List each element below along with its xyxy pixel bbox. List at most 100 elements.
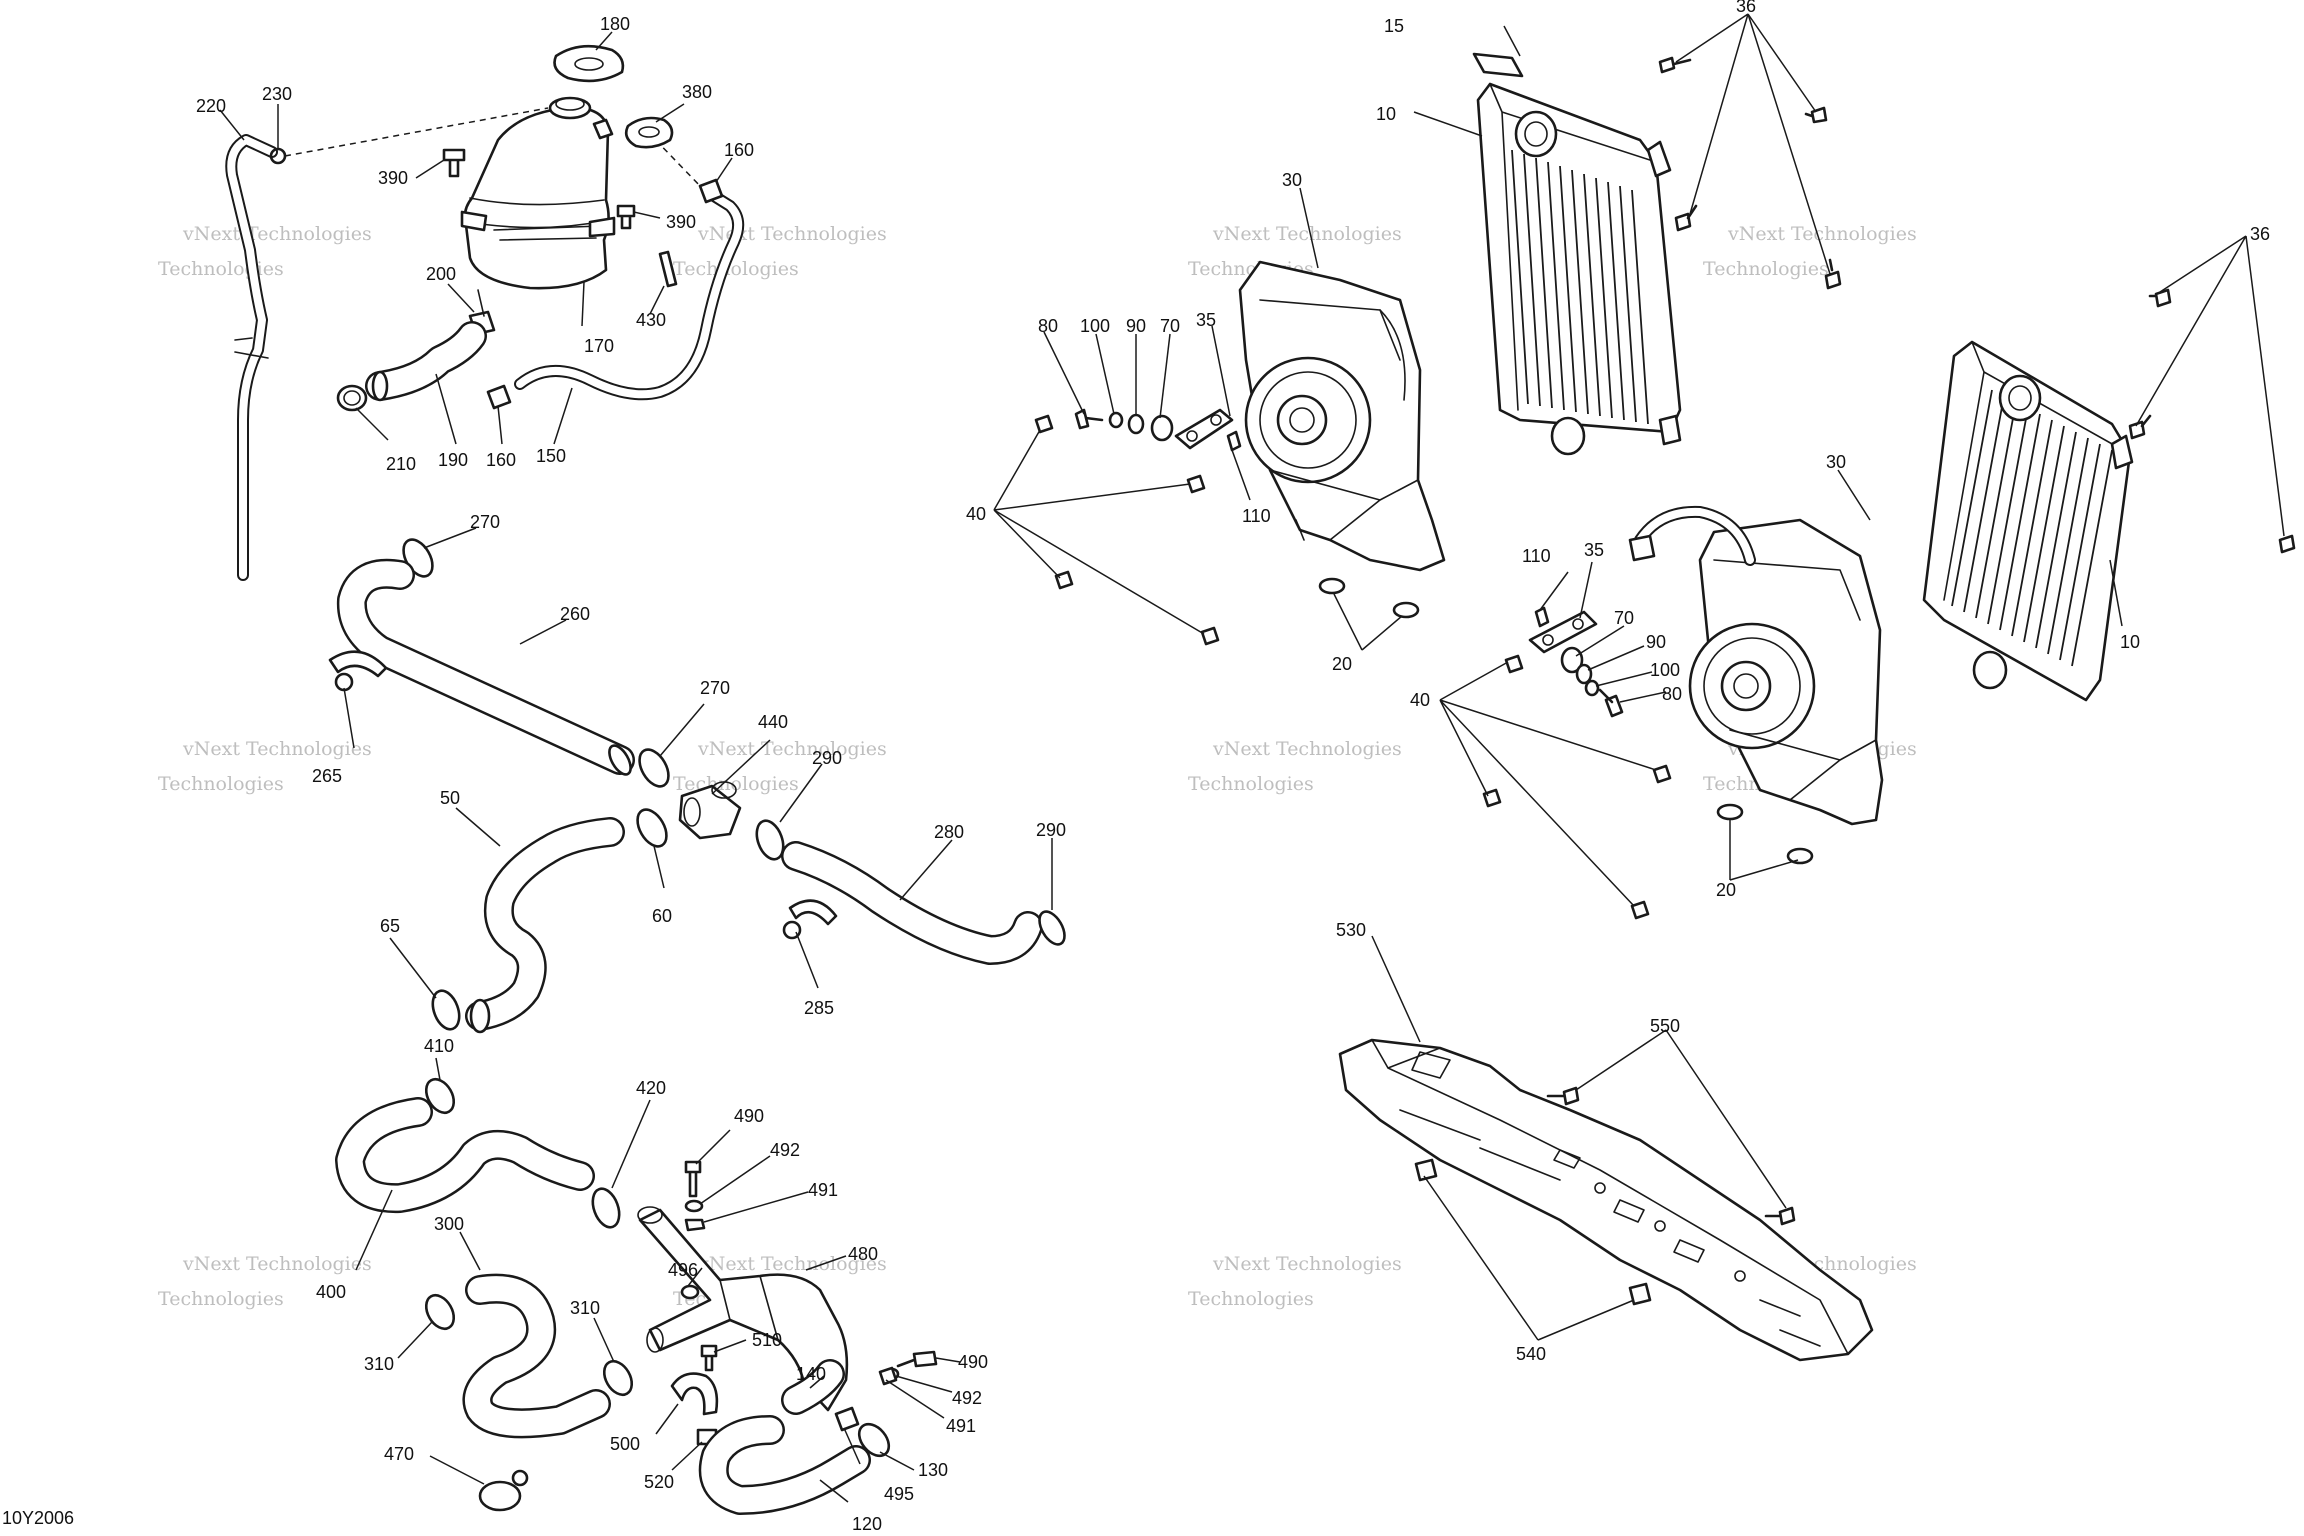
fan-assembly-lower bbox=[1482, 505, 1884, 920]
bracket-35 bbox=[1528, 610, 1598, 654]
callout-label: 160 bbox=[724, 140, 754, 160]
callout-label: 492 bbox=[952, 1388, 982, 1408]
callout-label: 110 bbox=[1242, 506, 1271, 526]
callout-label: 495 bbox=[884, 1484, 914, 1504]
callout-label: 90 bbox=[1646, 632, 1666, 652]
callout-label: 490 bbox=[958, 1352, 988, 1372]
callout-label: 10 bbox=[2120, 632, 2140, 652]
callout-label: 40 bbox=[966, 504, 986, 524]
watermark-text: vNext Technologies bbox=[182, 738, 372, 760]
bracket-35 bbox=[1174, 408, 1234, 450]
callout-label: 310 bbox=[364, 1354, 394, 1374]
callout-label: 90 bbox=[1126, 316, 1146, 336]
nut-40 bbox=[1504, 654, 1524, 674]
grommet-20 bbox=[1392, 601, 1420, 619]
watermark-text: Technologies bbox=[1188, 773, 1314, 795]
watermark-text: Technologies bbox=[158, 773, 284, 795]
radiator-assembly-upper bbox=[1472, 52, 1842, 456]
nut-491 bbox=[878, 1366, 898, 1386]
callout-label: 390 bbox=[666, 212, 696, 232]
clamp-470 bbox=[478, 1480, 522, 1512]
callout-label: 491 bbox=[946, 1416, 976, 1436]
callout-label: 150 bbox=[536, 446, 566, 466]
watermark-text: Technologies bbox=[1703, 258, 1829, 280]
spacer-90 bbox=[1575, 663, 1593, 685]
callout-label: 35 bbox=[1584, 540, 1604, 560]
callout-label: 200 bbox=[426, 264, 456, 284]
callout-label: 15 bbox=[1384, 16, 1404, 36]
bolt-36 bbox=[1658, 56, 1692, 74]
callout-label: 180 bbox=[600, 14, 630, 34]
radiator-10 bbox=[1922, 340, 2132, 702]
bolt-36 bbox=[2278, 534, 2296, 554]
nut-40 bbox=[1034, 414, 1054, 434]
connector-110 bbox=[1534, 606, 1550, 628]
callout-label: 491 bbox=[808, 1180, 838, 1200]
callout-label: 220 bbox=[196, 96, 226, 116]
callout-label: 190 bbox=[438, 450, 468, 470]
fan-assembly-upper bbox=[1034, 260, 1446, 646]
callout-label: 130 bbox=[918, 1460, 948, 1480]
clamp-160 bbox=[698, 178, 724, 204]
callout-label: 60 bbox=[652, 906, 672, 926]
callout-label: 510 bbox=[752, 1330, 782, 1350]
clamp-285 bbox=[788, 899, 838, 926]
callout-label: 390 bbox=[378, 168, 408, 188]
watermark-text: vNext Technologies bbox=[182, 1253, 372, 1275]
callout-label: 36 bbox=[2250, 224, 2270, 244]
nut-40 bbox=[1630, 900, 1650, 920]
callout-label: 410 bbox=[424, 1036, 454, 1056]
grommet-496 bbox=[680, 1284, 700, 1300]
bolt-36 bbox=[2148, 288, 2172, 308]
clip-495 bbox=[834, 1406, 860, 1432]
callout-label: 300 bbox=[434, 1214, 464, 1234]
callout-label: 440 bbox=[758, 712, 788, 732]
callout-label: 520 bbox=[644, 1472, 674, 1492]
spacer-90 bbox=[1127, 413, 1145, 435]
nut-540 bbox=[1414, 1158, 1438, 1182]
bolt-550 bbox=[1764, 1206, 1796, 1226]
radiator-fins bbox=[1951, 389, 2113, 667]
coolant-tank-170 bbox=[463, 106, 610, 290]
grommet-20 bbox=[1716, 803, 1744, 821]
clamp-410 bbox=[424, 1077, 456, 1115]
callout-label: 20 bbox=[1332, 654, 1352, 674]
callout-label: 530 bbox=[1336, 920, 1366, 940]
callout-label: 50 bbox=[440, 788, 460, 808]
bolt-80 bbox=[1074, 408, 1104, 430]
nut-491 bbox=[684, 1218, 706, 1232]
callout-label: 20 bbox=[1716, 880, 1736, 900]
radiator-assembly-lower bbox=[1922, 288, 2296, 702]
callout-label: 140 bbox=[796, 1364, 826, 1384]
connector-110 bbox=[1226, 430, 1242, 452]
callout-label: 290 bbox=[1036, 820, 1066, 840]
clamp-130 bbox=[857, 1422, 891, 1458]
watermark-text: vNext Technologies bbox=[697, 223, 887, 245]
watermark-text: vNext Technologies bbox=[182, 223, 372, 245]
bolt-490 bbox=[684, 1160, 702, 1198]
callout-label: 540 bbox=[1516, 1344, 1546, 1364]
clamp-160 bbox=[486, 384, 512, 410]
callout-label: 492 bbox=[770, 1140, 800, 1160]
callout-label: 270 bbox=[700, 678, 730, 698]
cross-member-530 bbox=[1338, 1038, 1874, 1362]
callout-label: 40 bbox=[1410, 690, 1430, 710]
screw-390 bbox=[442, 148, 466, 178]
callout-label: 30 bbox=[1826, 452, 1846, 472]
clamp-290 bbox=[1038, 910, 1066, 946]
washer-70 bbox=[1150, 414, 1174, 442]
coolant-tank-assembly bbox=[225, 44, 745, 581]
watermark-text: Technologies bbox=[673, 258, 799, 280]
bolt-36 bbox=[1804, 106, 1828, 124]
callout-label: 80 bbox=[1038, 316, 1058, 336]
watermark-text: vNext Technologies bbox=[1212, 738, 1402, 760]
callout-label: 280 bbox=[934, 822, 964, 842]
pin-430 bbox=[658, 250, 678, 288]
grommet-380 bbox=[624, 116, 674, 149]
clamp-290 bbox=[755, 819, 785, 861]
callout-label: 110 bbox=[1522, 546, 1551, 566]
callout-label: 100 bbox=[1650, 660, 1680, 680]
callout-label: 35 bbox=[1196, 310, 1216, 330]
